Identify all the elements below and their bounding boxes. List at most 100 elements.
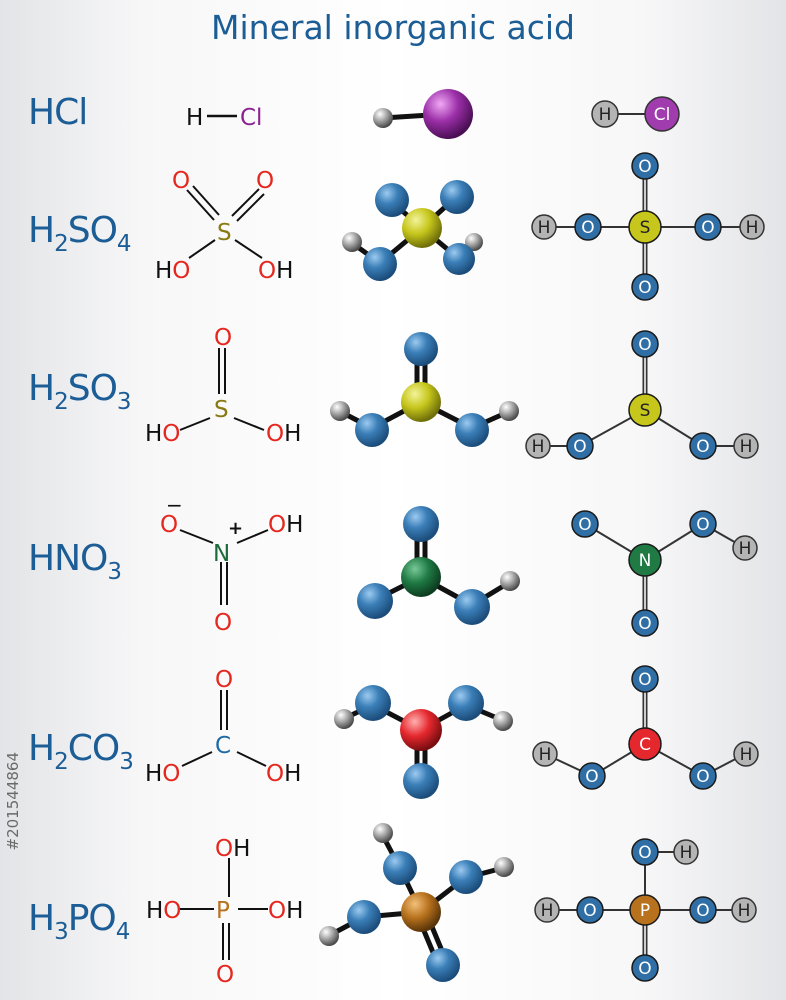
carbon-atom bbox=[400, 709, 442, 751]
oxygen-atom bbox=[375, 183, 409, 217]
atom-label-oh: OH bbox=[215, 836, 250, 862]
h2co3-structural: O C HO OH bbox=[145, 667, 301, 787]
atom-label-o: O bbox=[638, 843, 651, 863]
atom-label-o: O bbox=[696, 437, 709, 457]
atom-label-h: H bbox=[541, 901, 554, 921]
atom-label-o: O bbox=[696, 767, 709, 787]
atom-label-c: C bbox=[639, 735, 651, 755]
stock-watermark: #201544864 bbox=[4, 752, 22, 851]
atom-label-o: O bbox=[214, 610, 232, 636]
atom-label-h: H bbox=[680, 843, 693, 863]
atom-label-ho: HO bbox=[155, 258, 190, 284]
oxygen-atom bbox=[404, 332, 438, 366]
h2so3-structural: O S HO OH bbox=[145, 325, 301, 447]
hno3-ball-stick bbox=[357, 506, 520, 625]
hydrogen-atom bbox=[465, 233, 483, 251]
atom-label-p: P bbox=[216, 898, 230, 924]
oxygen-atom bbox=[454, 589, 490, 625]
oxygen-atom bbox=[448, 685, 484, 721]
atom-label-cl: Cl bbox=[240, 105, 262, 131]
hcl-ball-stick bbox=[373, 89, 473, 139]
phosphorus-atom bbox=[401, 892, 441, 932]
atom-label-o: O bbox=[172, 168, 190, 194]
h3po4-structural: OH HO P OH O bbox=[146, 836, 303, 988]
atom-label-o: O bbox=[638, 278, 651, 298]
atom-label-o: O bbox=[581, 218, 594, 238]
atom-label-o: O bbox=[585, 767, 598, 787]
atom-label-s: S bbox=[214, 397, 229, 423]
atom-label-o: O bbox=[578, 515, 591, 535]
page-title: Mineral inorganic acid bbox=[211, 8, 575, 47]
atom-label-o: O bbox=[256, 168, 274, 194]
atom-label-o: O bbox=[696, 515, 709, 535]
oxygen-atom bbox=[449, 860, 483, 894]
atom-label-oh: OH bbox=[258, 258, 293, 284]
negative-charge-sign: − bbox=[166, 493, 183, 517]
sulfur-atom bbox=[401, 382, 441, 422]
formula-hcl: HCl bbox=[28, 92, 88, 133]
h2so3-ball-stick bbox=[330, 332, 519, 447]
chlorine-atom bbox=[423, 89, 473, 139]
hno3-labeled-model: O O H N O bbox=[571, 510, 758, 637]
hydrogen-atom bbox=[373, 108, 393, 128]
atom-label-h: H bbox=[740, 745, 753, 765]
atom-label-o: O bbox=[573, 437, 586, 457]
formula-h3po4: H3PO4 bbox=[28, 898, 130, 945]
oxygen-atom bbox=[443, 243, 475, 275]
atom-label-o: O bbox=[638, 335, 651, 355]
h2so4-structural: O O S HO OH bbox=[155, 168, 293, 284]
atom-label-oh: OH bbox=[268, 898, 303, 924]
atom-label-o: O bbox=[701, 218, 714, 238]
hydrogen-atom bbox=[500, 571, 520, 591]
atom-label-n: N bbox=[213, 541, 230, 567]
h2co3-ball-stick bbox=[334, 685, 513, 799]
atom-label-o: O bbox=[583, 901, 596, 921]
atom-label-oh: OH bbox=[266, 761, 301, 787]
atom-label-h: H bbox=[746, 218, 759, 238]
atom-label-h: H bbox=[538, 218, 551, 238]
hydrogen-atom bbox=[494, 857, 514, 877]
formula-h2so4: H2SO4 bbox=[28, 210, 132, 257]
formula-h2so3: H2SO3 bbox=[28, 368, 132, 415]
atom-label-n: N bbox=[639, 551, 652, 571]
atom-label-ho: HO bbox=[145, 421, 180, 447]
hydrogen-atom bbox=[591, 100, 619, 128]
atom-label-o: O bbox=[696, 901, 709, 921]
sulfur-atom bbox=[402, 208, 442, 248]
h2so4-labeled-model: O O H O S O H bbox=[531, 152, 765, 301]
hcl-labeled-model: H Cl bbox=[591, 96, 680, 132]
h3po4-labeled-model: O H H O P O H O bbox=[534, 838, 757, 982]
atom-label-oh: OH bbox=[268, 512, 303, 538]
hydrogen-atom bbox=[330, 401, 350, 421]
hno3-structural: O − N + OH O bbox=[160, 493, 303, 636]
atom-label-ho: HO bbox=[146, 898, 181, 924]
atom-label-h: H bbox=[599, 105, 612, 125]
atom-label-s: S bbox=[640, 218, 651, 238]
atom-label-o: O bbox=[215, 667, 233, 693]
oxygen-atom bbox=[403, 763, 439, 799]
nitrogen-atom bbox=[401, 557, 441, 597]
hydrogen-atom bbox=[499, 401, 519, 421]
atom-label-cl: Cl bbox=[654, 105, 671, 125]
h2so4-ball-stick bbox=[342, 180, 483, 281]
atom-label-o: O bbox=[638, 959, 651, 979]
h2co3-labeled-model: O C H O O H bbox=[532, 665, 759, 790]
hydrogen-atom bbox=[373, 823, 393, 843]
oxygen-atom bbox=[355, 685, 391, 721]
oxygen-atom bbox=[455, 413, 489, 447]
hydrogen-atom bbox=[342, 232, 362, 252]
atom-label-s: S bbox=[217, 220, 232, 246]
atom-label-p: P bbox=[640, 901, 650, 921]
oxygen-atom bbox=[357, 583, 393, 619]
atom-label-h: H bbox=[539, 745, 552, 765]
atom-label-ho: HO bbox=[145, 761, 180, 787]
atom-label-h: H bbox=[739, 539, 752, 559]
atom-label-oh: OH bbox=[266, 421, 301, 447]
hcl-structural: H Cl bbox=[186, 105, 262, 131]
atom-label-o: O bbox=[216, 962, 234, 988]
atom-label-o: O bbox=[214, 325, 232, 351]
atom-label-c: C bbox=[215, 733, 231, 759]
atom-label-h: H bbox=[740, 437, 753, 457]
atom-label-h: H bbox=[532, 437, 545, 457]
